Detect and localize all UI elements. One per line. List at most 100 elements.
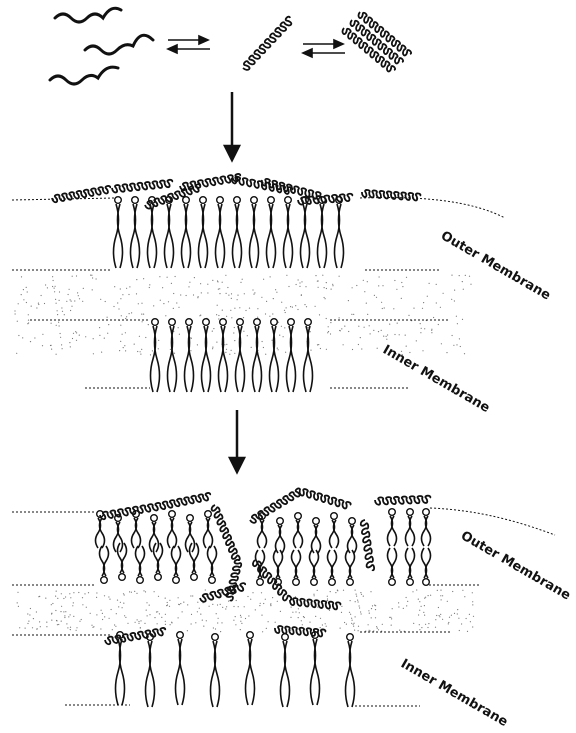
periplasm-dot	[464, 596, 465, 597]
periplasm-dot	[327, 332, 328, 333]
periplasm-dot	[122, 334, 123, 335]
periplasm-dot	[383, 336, 384, 337]
periplasm-dot	[257, 317, 258, 318]
periplasm-dot	[406, 605, 407, 606]
periplasm-dot	[123, 347, 124, 348]
periplasm-dot	[371, 608, 372, 609]
periplasm-dot	[68, 616, 69, 617]
lipid-head	[257, 579, 264, 586]
periplasm-dot	[166, 605, 167, 606]
lipid-head	[329, 579, 336, 586]
periplasm-dot	[112, 629, 113, 630]
periplasm-dot	[241, 617, 242, 618]
lipid-tail	[274, 326, 279, 392]
periplasm-dot	[451, 299, 452, 300]
periplasm-dot	[344, 622, 345, 623]
periplasm-dot	[376, 297, 377, 298]
periplasm-dot	[108, 596, 109, 597]
periplasm-dot	[317, 344, 318, 345]
periplasm-dot	[364, 327, 365, 328]
periplasm-dot	[438, 324, 439, 325]
periplasm-dot	[141, 314, 142, 315]
periplasm-dot	[149, 284, 150, 285]
periplasm-dot	[222, 282, 223, 283]
lipid-head	[187, 515, 194, 522]
lipid-tail	[155, 326, 160, 392]
helix-coil	[375, 496, 430, 505]
periplasm-dot	[234, 308, 235, 309]
periplasm-dot	[391, 625, 392, 626]
periplasm-dot	[152, 350, 153, 351]
periplasm-dot	[140, 354, 141, 355]
periplasm-dot	[358, 344, 359, 345]
periplasm-dot	[451, 615, 452, 616]
periplasm-dot	[75, 331, 76, 332]
periplasm-dot	[57, 598, 58, 599]
helix-coil	[180, 174, 240, 190]
periplasm-dot	[55, 596, 56, 597]
lipid-head	[191, 574, 198, 581]
periplasm-dot	[119, 350, 120, 351]
periplasm-dot	[158, 340, 159, 341]
periplasm-dot	[157, 623, 158, 624]
periplasm-dot	[192, 595, 193, 596]
periplasm-dot	[423, 302, 424, 303]
helical-peptide	[243, 17, 291, 70]
periplasm-dot	[454, 290, 455, 291]
periplasm-dot	[125, 318, 126, 319]
periplasm-dot	[128, 294, 129, 295]
periplasm-dot	[424, 328, 425, 329]
lipid-head	[212, 634, 219, 641]
periplasm-dot	[401, 282, 402, 283]
periplasm-dot	[406, 277, 407, 278]
periplasm-dot	[381, 302, 382, 303]
periplasm-dot	[252, 592, 253, 593]
periplasm-dot	[187, 630, 188, 631]
periplasm-dot	[298, 279, 299, 280]
periplasm-dot	[360, 337, 361, 338]
periplasm-dot	[378, 331, 379, 332]
periplasm-dot	[26, 287, 27, 288]
periplasm-dot	[27, 323, 28, 324]
periplasm-dot	[153, 305, 154, 306]
periplasm-dot	[136, 279, 137, 280]
periplasm-dot	[424, 615, 425, 616]
lipid-tail	[172, 518, 177, 548]
periplasm-dot	[226, 316, 227, 317]
periplasm-dot	[250, 599, 251, 600]
periplasm-dot	[392, 608, 393, 609]
periplasm-dot	[351, 618, 352, 619]
periplasm-dot	[391, 618, 392, 619]
periplasm-dot	[295, 305, 296, 306]
periplasm-dot	[299, 282, 300, 283]
periplasm-dot	[190, 337, 191, 338]
periplasm-dot	[197, 602, 198, 603]
periplasm-dot	[73, 333, 74, 334]
periplasm-dot	[27, 291, 28, 292]
periplasm-dot	[355, 601, 356, 602]
lipid-head	[268, 197, 275, 204]
periplasm-dot	[355, 590, 356, 591]
periplasm-dot	[96, 614, 97, 615]
periplasm-dot	[406, 597, 407, 598]
periplasm-dot	[36, 307, 37, 308]
periplasm-dot	[88, 592, 89, 593]
periplasm-dot	[120, 288, 121, 289]
periplasm-dot	[442, 595, 443, 596]
periplasm-dot	[70, 299, 71, 300]
periplasm-dot	[270, 604, 271, 605]
periplasm-dot	[178, 604, 179, 605]
periplasm-dot	[422, 350, 423, 351]
lipid-tail	[254, 204, 259, 268]
periplasm-dot	[64, 615, 65, 616]
periplasm-dot	[65, 596, 66, 597]
periplasm-dot	[437, 590, 438, 591]
periplasm-dot	[28, 314, 29, 315]
periplasm-dot	[236, 600, 237, 601]
periplasm-dot	[322, 275, 323, 276]
lipid-head	[251, 197, 258, 204]
lipid-tail	[332, 550, 337, 578]
periplasm-dot	[47, 287, 48, 288]
periplasm-dot	[456, 316, 457, 317]
periplasm-dot	[356, 596, 357, 597]
